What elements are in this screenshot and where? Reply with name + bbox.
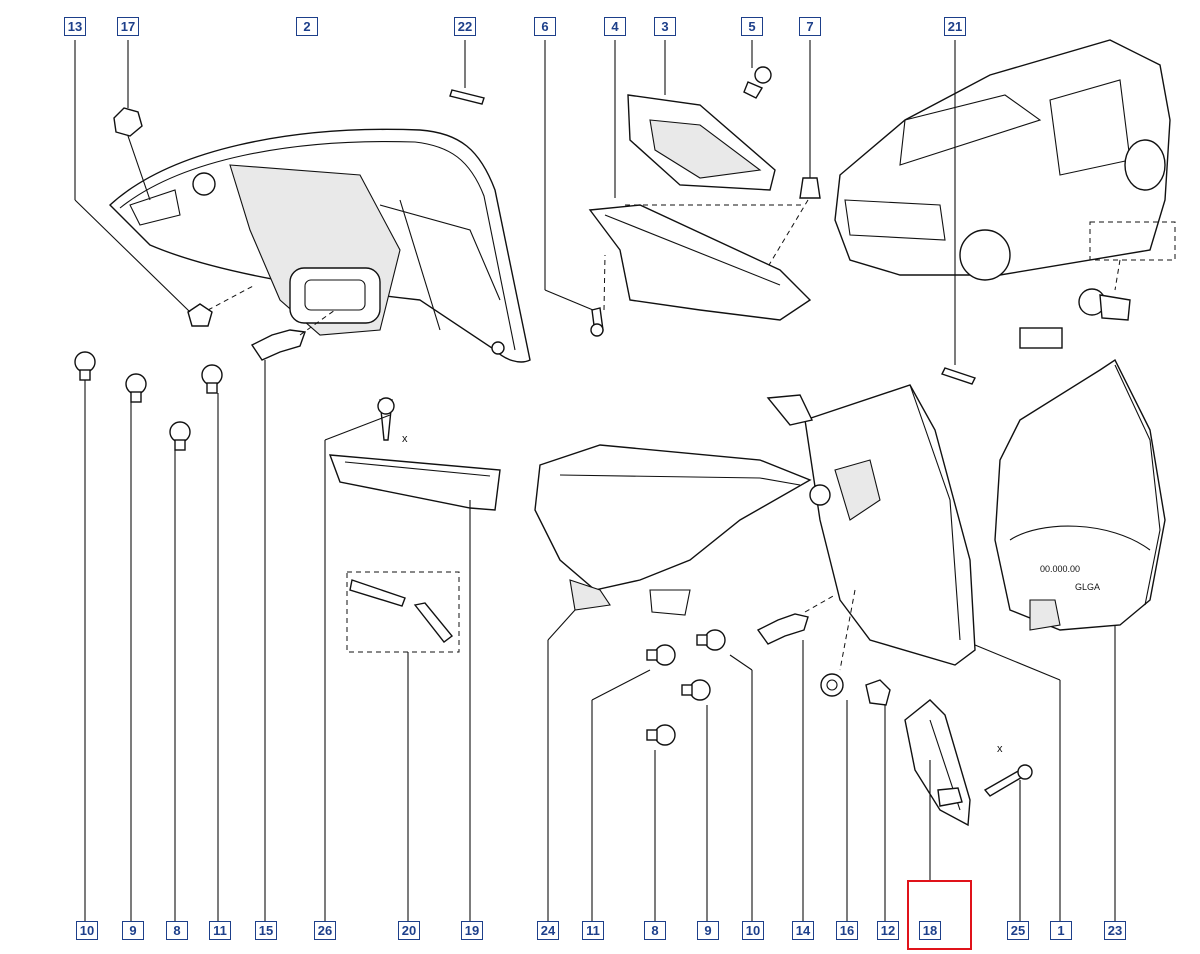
callout-11-right[interactable]: 11 xyxy=(582,921,604,940)
grommet-16 xyxy=(820,673,848,925)
highlight-frame-18 xyxy=(907,880,972,950)
callout-26[interactable]: 26 xyxy=(314,921,336,940)
callout-1[interactable]: 1 xyxy=(1050,921,1072,940)
callout-9-left[interactable]: 9 xyxy=(122,921,144,940)
clip-kit-20 xyxy=(346,571,460,925)
callout-23[interactable]: 23 xyxy=(1104,921,1126,940)
axis-mark-b: x xyxy=(997,743,1003,755)
bulb-holder-5 xyxy=(743,40,772,99)
callout-6[interactable]: 6 xyxy=(534,17,556,36)
rear-reflector-19: x xyxy=(324,397,501,925)
callout-11-left[interactable]: 11 xyxy=(209,921,231,940)
callout-13[interactable]: 13 xyxy=(64,17,86,36)
lamp-part-code: 00.000.00 xyxy=(1040,564,1080,574)
callout-8-left[interactable]: 8 xyxy=(166,921,188,940)
callout-15[interactable]: 15 xyxy=(255,921,277,940)
callout-19[interactable]: 19 xyxy=(461,921,483,940)
rear-tail-lamp xyxy=(108,128,531,363)
bumper-lamp-4 xyxy=(588,40,812,321)
callout-3[interactable]: 3 xyxy=(654,17,676,36)
lamp-housing-3 xyxy=(627,40,776,191)
callout-7[interactable]: 7 xyxy=(799,17,821,36)
bulbs-left xyxy=(74,351,223,925)
screw-6 xyxy=(544,40,606,337)
lamp-1 xyxy=(766,384,1061,925)
callout-20[interactable]: 20 xyxy=(398,921,420,940)
nut-15 xyxy=(250,309,336,925)
callout-24[interactable]: 24 xyxy=(537,921,559,940)
callout-21[interactable]: 21 xyxy=(944,17,966,36)
clip-7 xyxy=(759,40,821,281)
callout-22[interactable]: 22 xyxy=(454,17,476,36)
callout-2[interactable]: 2 xyxy=(296,17,318,36)
axis-mark-a: x xyxy=(402,433,408,445)
reflector-18 xyxy=(904,699,971,880)
callout-10-right[interactable]: 10 xyxy=(742,921,764,940)
callout-9-right[interactable]: 9 xyxy=(697,921,719,940)
screw-13 xyxy=(74,40,256,327)
screw-12 xyxy=(865,679,891,925)
callout-8-right[interactable]: 8 xyxy=(644,921,666,940)
callout-18[interactable]: 18 xyxy=(919,921,941,940)
callout-17[interactable]: 17 xyxy=(117,17,139,36)
car-illustration xyxy=(834,39,1171,385)
callout-4[interactable]: 4 xyxy=(604,17,626,36)
lamp-23: 00.000.00 GLGA xyxy=(994,358,1166,925)
screw-25: x xyxy=(983,743,1033,925)
clip-17 xyxy=(113,40,151,201)
callout-5[interactable]: 5 xyxy=(741,17,763,36)
callout-12[interactable]: 12 xyxy=(877,921,899,940)
callout-14[interactable]: 14 xyxy=(792,921,814,940)
strip-22 xyxy=(449,40,485,105)
lamp-brand-mark: GLGA xyxy=(1075,582,1100,592)
bulbs-middle xyxy=(591,629,753,925)
callout-16[interactable]: 16 xyxy=(836,921,858,940)
nut-14 xyxy=(756,594,836,925)
lamp-24 xyxy=(534,444,812,925)
bulb-kit-dashed xyxy=(1019,221,1176,349)
callout-10-left[interactable]: 10 xyxy=(76,921,98,940)
callout-25[interactable]: 25 xyxy=(1007,921,1029,940)
